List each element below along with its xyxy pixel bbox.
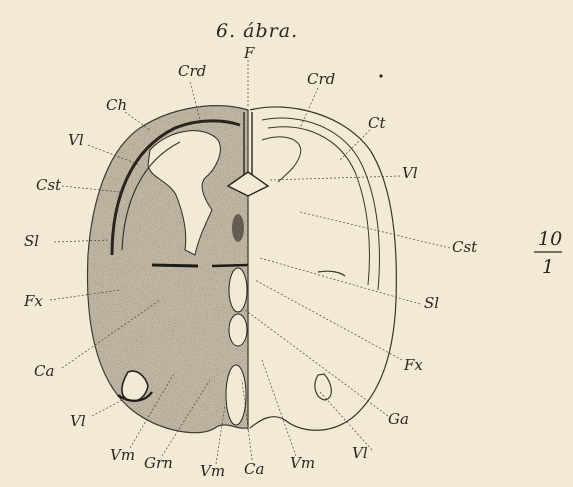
scale-numerator: 10 [538, 230, 562, 249]
label-ca-bottom: Ca [244, 462, 264, 477]
label-sl-left: Sl [24, 234, 39, 249]
label-sl-right: Sl [424, 296, 439, 311]
label-ca-left: Ca [34, 364, 54, 379]
label-ct-right: Ct [368, 116, 386, 131]
label-cst-left: Cst [36, 178, 61, 193]
label-vl-left-top: Vl [68, 133, 84, 148]
label-ch-left: Ch [106, 98, 127, 113]
label-cst-right: Cst [452, 240, 477, 255]
label-vm-2: Vm [200, 464, 225, 479]
label-crd-right: Crd [307, 72, 335, 87]
label-vl-left-bottom: Vl [70, 414, 86, 429]
scale-denominator: 1 [542, 258, 554, 277]
label-crd-left: Crd [178, 64, 206, 79]
label-grn: Grn [144, 456, 173, 471]
label-vl-right-top: Vl [402, 166, 418, 181]
figure-title: 6. ábra. [216, 22, 298, 41]
label-vl-right-bottom: Vl [352, 446, 368, 461]
label-vm-3: Vm [290, 456, 315, 471]
label-fx-right: Fx [404, 358, 423, 373]
label-f: F [244, 46, 254, 61]
label-ga-right: Ga [388, 412, 409, 427]
right-hemisphere [250, 107, 396, 430]
label-fx-left: Fx [24, 294, 43, 309]
label-vm-1: Vm [110, 448, 135, 463]
